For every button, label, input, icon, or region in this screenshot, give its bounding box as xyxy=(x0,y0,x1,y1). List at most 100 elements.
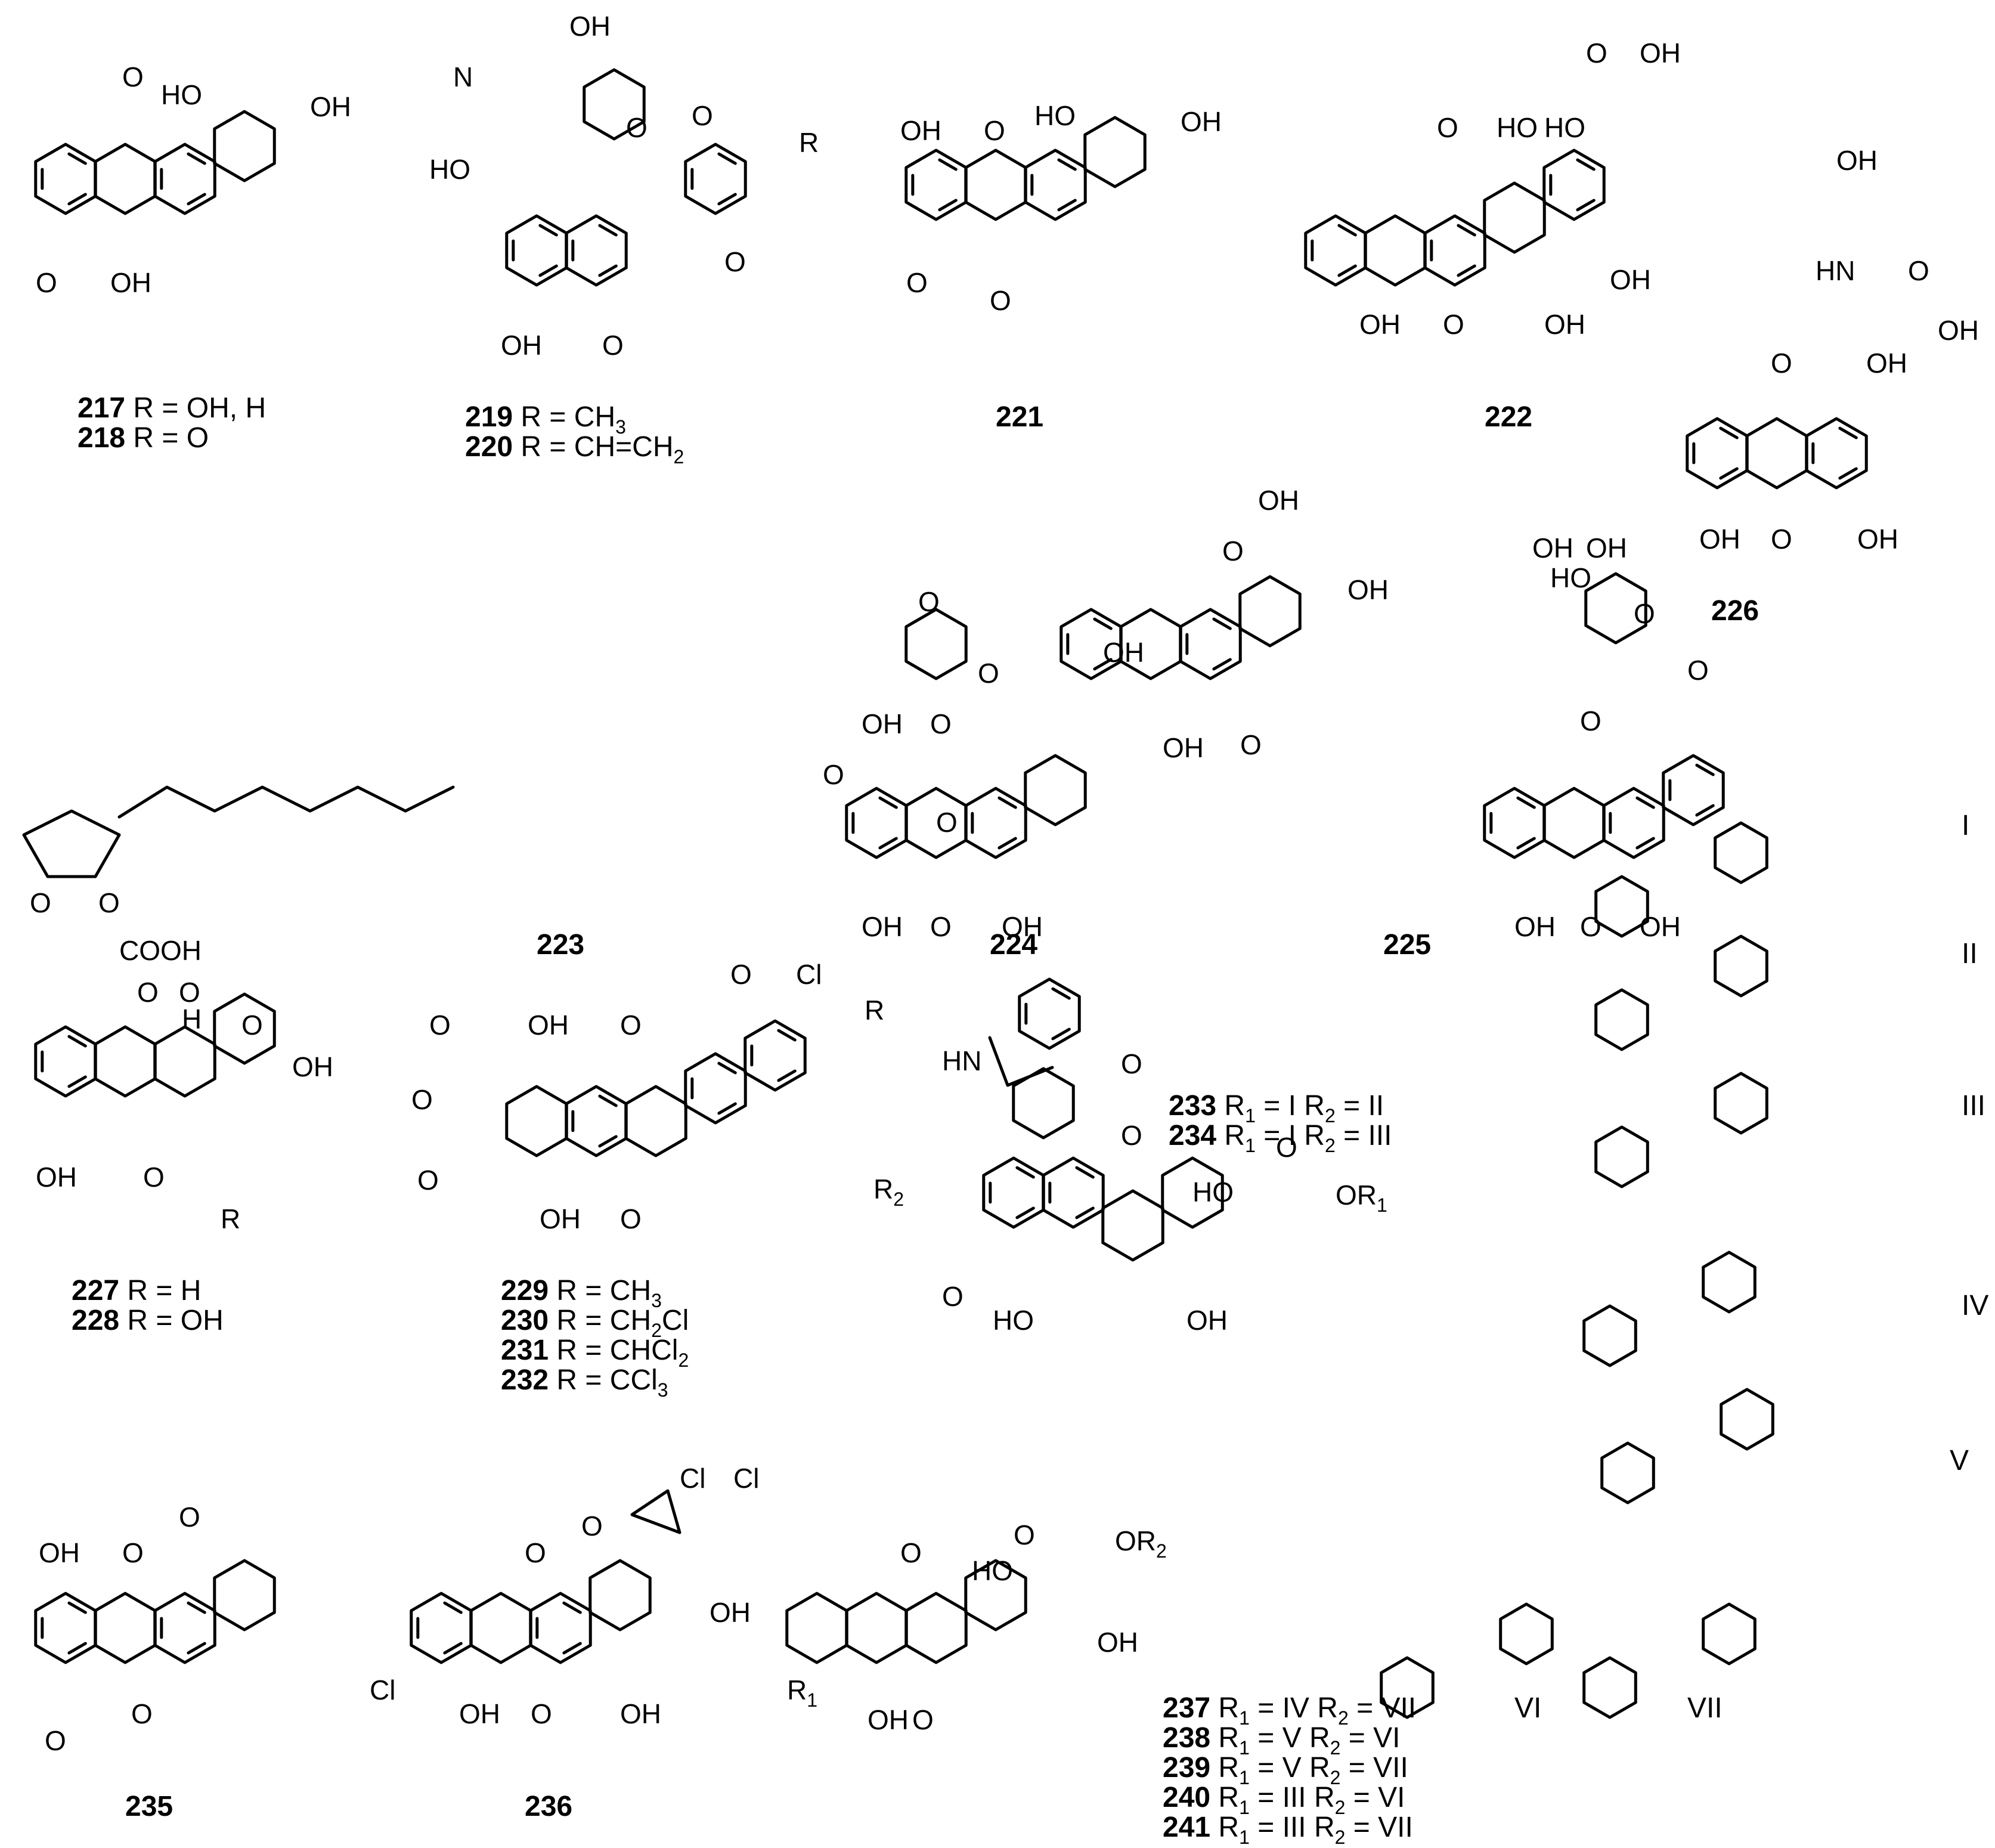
double-bond xyxy=(1576,158,1596,171)
hydroxy-label-222e: OH xyxy=(1544,309,1585,340)
compound-caption-228: 228 R = OH xyxy=(72,1305,224,1336)
compound-number: 229 xyxy=(501,1275,549,1307)
compound-caption-227: 227 R = H xyxy=(72,1275,201,1307)
double-bond xyxy=(187,152,206,165)
ring-223-pyran xyxy=(904,608,968,680)
caption-subscript-2: 2 xyxy=(1325,1105,1336,1126)
compound-caption-220: 220 R = CH=CH2 xyxy=(465,431,684,468)
hydroxy-label-237c: OH xyxy=(868,1704,909,1735)
compound-number: 233 xyxy=(1169,1090,1216,1122)
caption-text: R = CCl xyxy=(549,1364,658,1396)
compound-caption-236: 236 xyxy=(525,1791,572,1822)
double-bond xyxy=(187,1642,206,1655)
oxo-label-235a: O xyxy=(122,1537,144,1568)
sugar-ring-3 xyxy=(1714,1072,1768,1135)
double-bond xyxy=(1337,264,1357,277)
compound-caption-219: 219 R = CH3 xyxy=(465,401,626,438)
hydroxy-label-224b: OH xyxy=(1586,533,1627,564)
dioxolane-oxygen-223a: O xyxy=(30,887,51,918)
methoxy-label-217: O xyxy=(36,267,57,298)
double-bond xyxy=(1057,158,1077,171)
compound-number: 236 xyxy=(525,1791,572,1822)
oxo-label-233b: O xyxy=(1276,1132,1297,1163)
hydroxy-label-237b: OH xyxy=(1097,1627,1138,1658)
compound-caption-238: 238 R1 = V R2 = VI xyxy=(1163,1722,1400,1759)
ring-227-b xyxy=(94,1025,157,1098)
chloro-label-229: Cl xyxy=(796,959,822,990)
hydroxy-label-233c: OH xyxy=(1187,1305,1228,1336)
oxo-label-237a: O xyxy=(1014,1519,1035,1550)
oxo-label-233: O xyxy=(942,1281,964,1312)
ring-217-d xyxy=(213,110,276,182)
caption-subscript-1: 1 xyxy=(1239,1767,1250,1788)
ring-oxygen-label-223: O xyxy=(918,586,940,617)
caption-end: = III xyxy=(1336,1120,1392,1151)
oxo-label-223b: O xyxy=(1240,729,1262,760)
ester-oxo-label-223: O xyxy=(936,807,958,838)
amide-label-226: HN xyxy=(1816,255,1855,286)
double-bond xyxy=(562,1642,582,1655)
double-bond xyxy=(67,1075,87,1088)
compound-caption-229: 229 R = CH3 xyxy=(501,1275,662,1311)
ring-233-d xyxy=(1161,1156,1224,1229)
double-bond xyxy=(878,837,898,850)
hydroxy-label-233b: HO xyxy=(993,1305,1034,1336)
oxo-label-229a: O xyxy=(620,1010,642,1041)
caption-text: R xyxy=(1210,1752,1239,1784)
double-bond xyxy=(1057,199,1077,212)
r1-label-237: R1 xyxy=(787,1674,817,1711)
ring-233-b xyxy=(1042,1156,1105,1229)
compound-number: 237 xyxy=(1163,1692,1210,1724)
ring-233-a xyxy=(982,1156,1045,1229)
compound-number: 226 xyxy=(1711,595,1759,627)
ring-217-b xyxy=(94,143,157,215)
sugar-ring-5 xyxy=(1720,1388,1774,1451)
double-bond xyxy=(538,264,558,277)
oxo-label-237b: O xyxy=(900,1537,922,1568)
caption-subscript-2: 2 xyxy=(1335,1797,1346,1818)
caption-middle: = I R xyxy=(1256,1090,1325,1122)
double-bond xyxy=(67,1035,87,1048)
ring-236-c xyxy=(529,1592,592,1664)
double-bond xyxy=(777,1069,797,1082)
glycosidic-oxygen-label-224: O xyxy=(1687,655,1709,686)
double-bond xyxy=(187,1601,206,1614)
carboxylic-acid-label-223: COOH xyxy=(119,935,202,966)
caption-end: = VII xyxy=(1340,1752,1408,1784)
caption-text: R = CH xyxy=(549,1275,651,1307)
compound-caption-235: 235 xyxy=(125,1791,173,1822)
sugar-ring-6 xyxy=(1499,1602,1554,1666)
hydroxy-label-225c: OH xyxy=(862,911,903,942)
atom-subscript: 2 xyxy=(1156,1540,1167,1562)
oxo-label-225c: O xyxy=(930,911,952,942)
methoxy-label-235: O xyxy=(45,1725,66,1756)
oxo-label-236b: O xyxy=(525,1537,546,1568)
oxo-label-227b: O xyxy=(137,977,159,1008)
r2-label-233: R2 xyxy=(873,1174,904,1210)
double-bond xyxy=(1516,796,1536,809)
compound-number: 224 xyxy=(990,929,1037,961)
hydroxy-label-224e: OH xyxy=(1640,911,1681,942)
ring-oxygen-label-219: O xyxy=(626,112,648,143)
hydroxy-label-224c: HO xyxy=(1550,562,1591,593)
ring-233-c xyxy=(1101,1189,1164,1262)
ring-222-d xyxy=(1483,181,1546,254)
double-bond xyxy=(998,837,1017,850)
compound-caption-241: 241 R1 = III R2 = VII xyxy=(1163,1812,1413,1848)
compound-number: 230 xyxy=(501,1305,549,1336)
ring-219-sugar xyxy=(583,68,646,141)
ring-235-a xyxy=(34,1592,97,1664)
ring-236-cyclopropane xyxy=(630,1489,681,1534)
or1-label-233: OR1 xyxy=(1336,1180,1387,1216)
ring-229-e xyxy=(744,1019,807,1092)
lactone-oxo-label-229: O xyxy=(429,1010,451,1041)
compound-caption-217: 217 R = OH, H xyxy=(78,392,266,424)
oxo-label-225a: O xyxy=(930,708,952,739)
compound-caption-225: 225 xyxy=(1383,929,1431,961)
hydroxy-label-224d: OH xyxy=(1514,911,1556,942)
caption-subscript: 2 xyxy=(651,1320,662,1341)
compound-number: 219 xyxy=(465,401,513,433)
sugar-ring-2b xyxy=(1594,988,1649,1051)
compound-caption-240: 240 R1 = III R2 = VI xyxy=(1163,1782,1405,1818)
